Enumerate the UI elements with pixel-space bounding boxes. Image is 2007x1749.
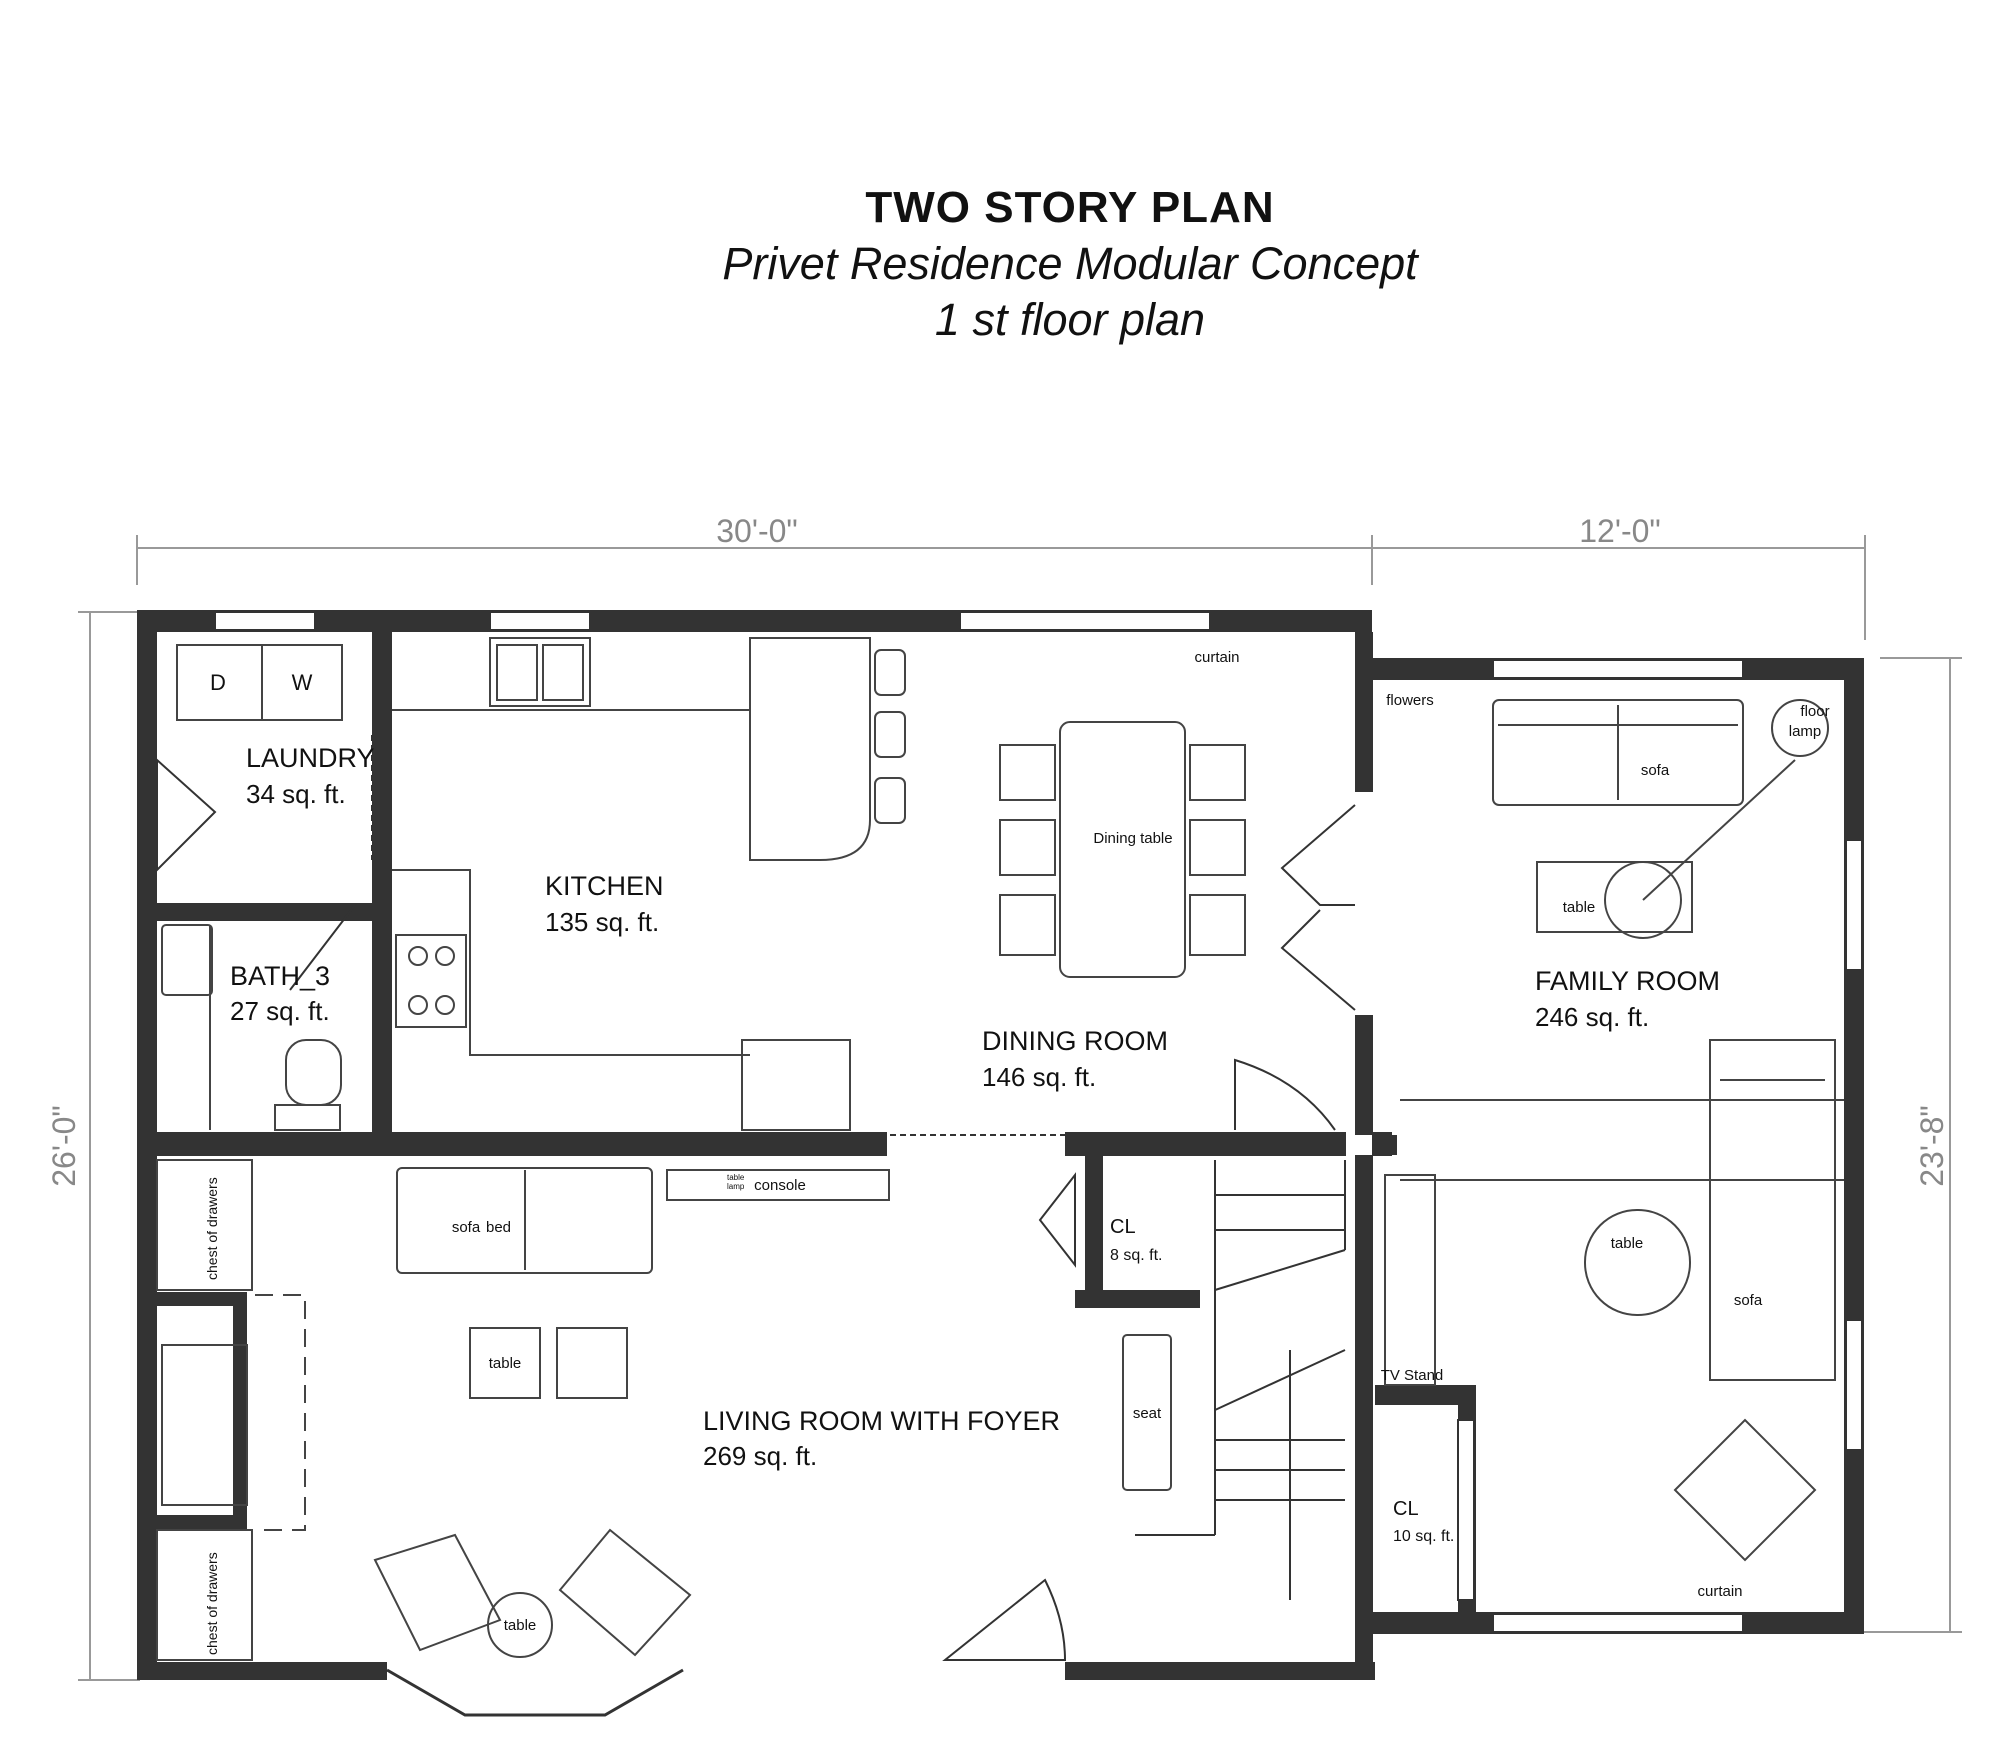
bath-name: BATH_3: [230, 961, 330, 991]
stairs: [1135, 1160, 1346, 1600]
bath-area: 27 sq. ft.: [230, 996, 330, 1026]
laundry-name: LAUNDRY: [246, 743, 375, 773]
closet1-name: CL: [1110, 1216, 1136, 1238]
curtain-top-label: curtain: [1194, 649, 1239, 666]
living-area: 269 sq. ft.: [703, 1441, 817, 1471]
living-table-label-1: table: [489, 1355, 522, 1372]
plan-title: TWO STORY PLAN: [865, 183, 1275, 232]
family-table-label: table: [1563, 899, 1596, 916]
kitchen-fixtures: [392, 637, 906, 1131]
dimension-lines: [78, 535, 1962, 1681]
tv-stand-label: TV Stand: [1381, 1367, 1444, 1384]
closet2-name: CL: [1393, 1498, 1419, 1520]
dimension-right: 23'-8": [1914, 1105, 1950, 1187]
round-table-label: table: [1611, 1235, 1644, 1252]
plan-floor-label: 1 st floor plan: [934, 294, 1206, 345]
plan-subtitle: Privet Residence Modular Concept: [722, 238, 1418, 289]
doors: [156, 735, 1356, 1661]
closet2-area: 10 sq. ft.: [1393, 1528, 1454, 1545]
console-label: console: [754, 1177, 806, 1194]
chest-drawers-label-2: chest of drawers: [204, 1552, 220, 1655]
dimension-top-left: 30'-0": [716, 513, 798, 549]
table-lamp-label-2: lamp: [727, 1182, 745, 1191]
table-lamp-label-1: table: [727, 1173, 745, 1182]
flowers-label: flowers: [1386, 692, 1434, 709]
sofa-bed-label-1: sofa: [452, 1219, 481, 1236]
family-area: 246 sq. ft.: [1535, 1002, 1649, 1032]
floor-lamp-label-1: floor: [1800, 703, 1829, 720]
dryer-label: D: [210, 670, 226, 695]
closet1-area: 8 sq. ft.: [1110, 1247, 1162, 1264]
family-name: FAMILY ROOM: [1535, 966, 1720, 996]
laundry-bath-fixtures: [161, 644, 343, 1131]
windows: [214, 611, 1863, 1717]
living-table-label-2: table: [504, 1617, 537, 1634]
sofa-bed-label-2: bed: [486, 1219, 511, 1236]
dimension-left: 26'-0": [46, 1105, 82, 1187]
chest-drawers-label-1: chest of drawers: [204, 1177, 220, 1280]
dining-area: 146 sq. ft.: [982, 1062, 1096, 1092]
dining-furniture: [998, 721, 1246, 978]
dining-name: DINING ROOM: [982, 1026, 1168, 1056]
plan-title-block: TWO STORY PLAN Privet Residence Modular …: [0, 180, 2007, 348]
washer-label: W: [292, 670, 313, 695]
laundry-area: 34 sq. ft.: [246, 779, 346, 809]
dining-table-label: Dining table: [1093, 830, 1172, 847]
kitchen-area: 135 sq. ft.: [545, 907, 659, 937]
kitchen-name: KITCHEN: [545, 871, 664, 901]
seat-label: seat: [1133, 1405, 1162, 1422]
dimension-top-right: 12'-0": [1579, 513, 1661, 549]
living-furniture: [156, 1159, 1172, 1661]
family-furniture: [1384, 699, 1844, 1562]
living-name: LIVING ROOM WITH FOYER: [703, 1406, 1060, 1436]
curtain-bottom-label: curtain: [1697, 1583, 1742, 1600]
sofa-top-label: sofa: [1641, 762, 1670, 779]
floor-lamp-label-2: lamp: [1789, 723, 1822, 740]
sofa-side-label: sofa: [1734, 1292, 1763, 1309]
